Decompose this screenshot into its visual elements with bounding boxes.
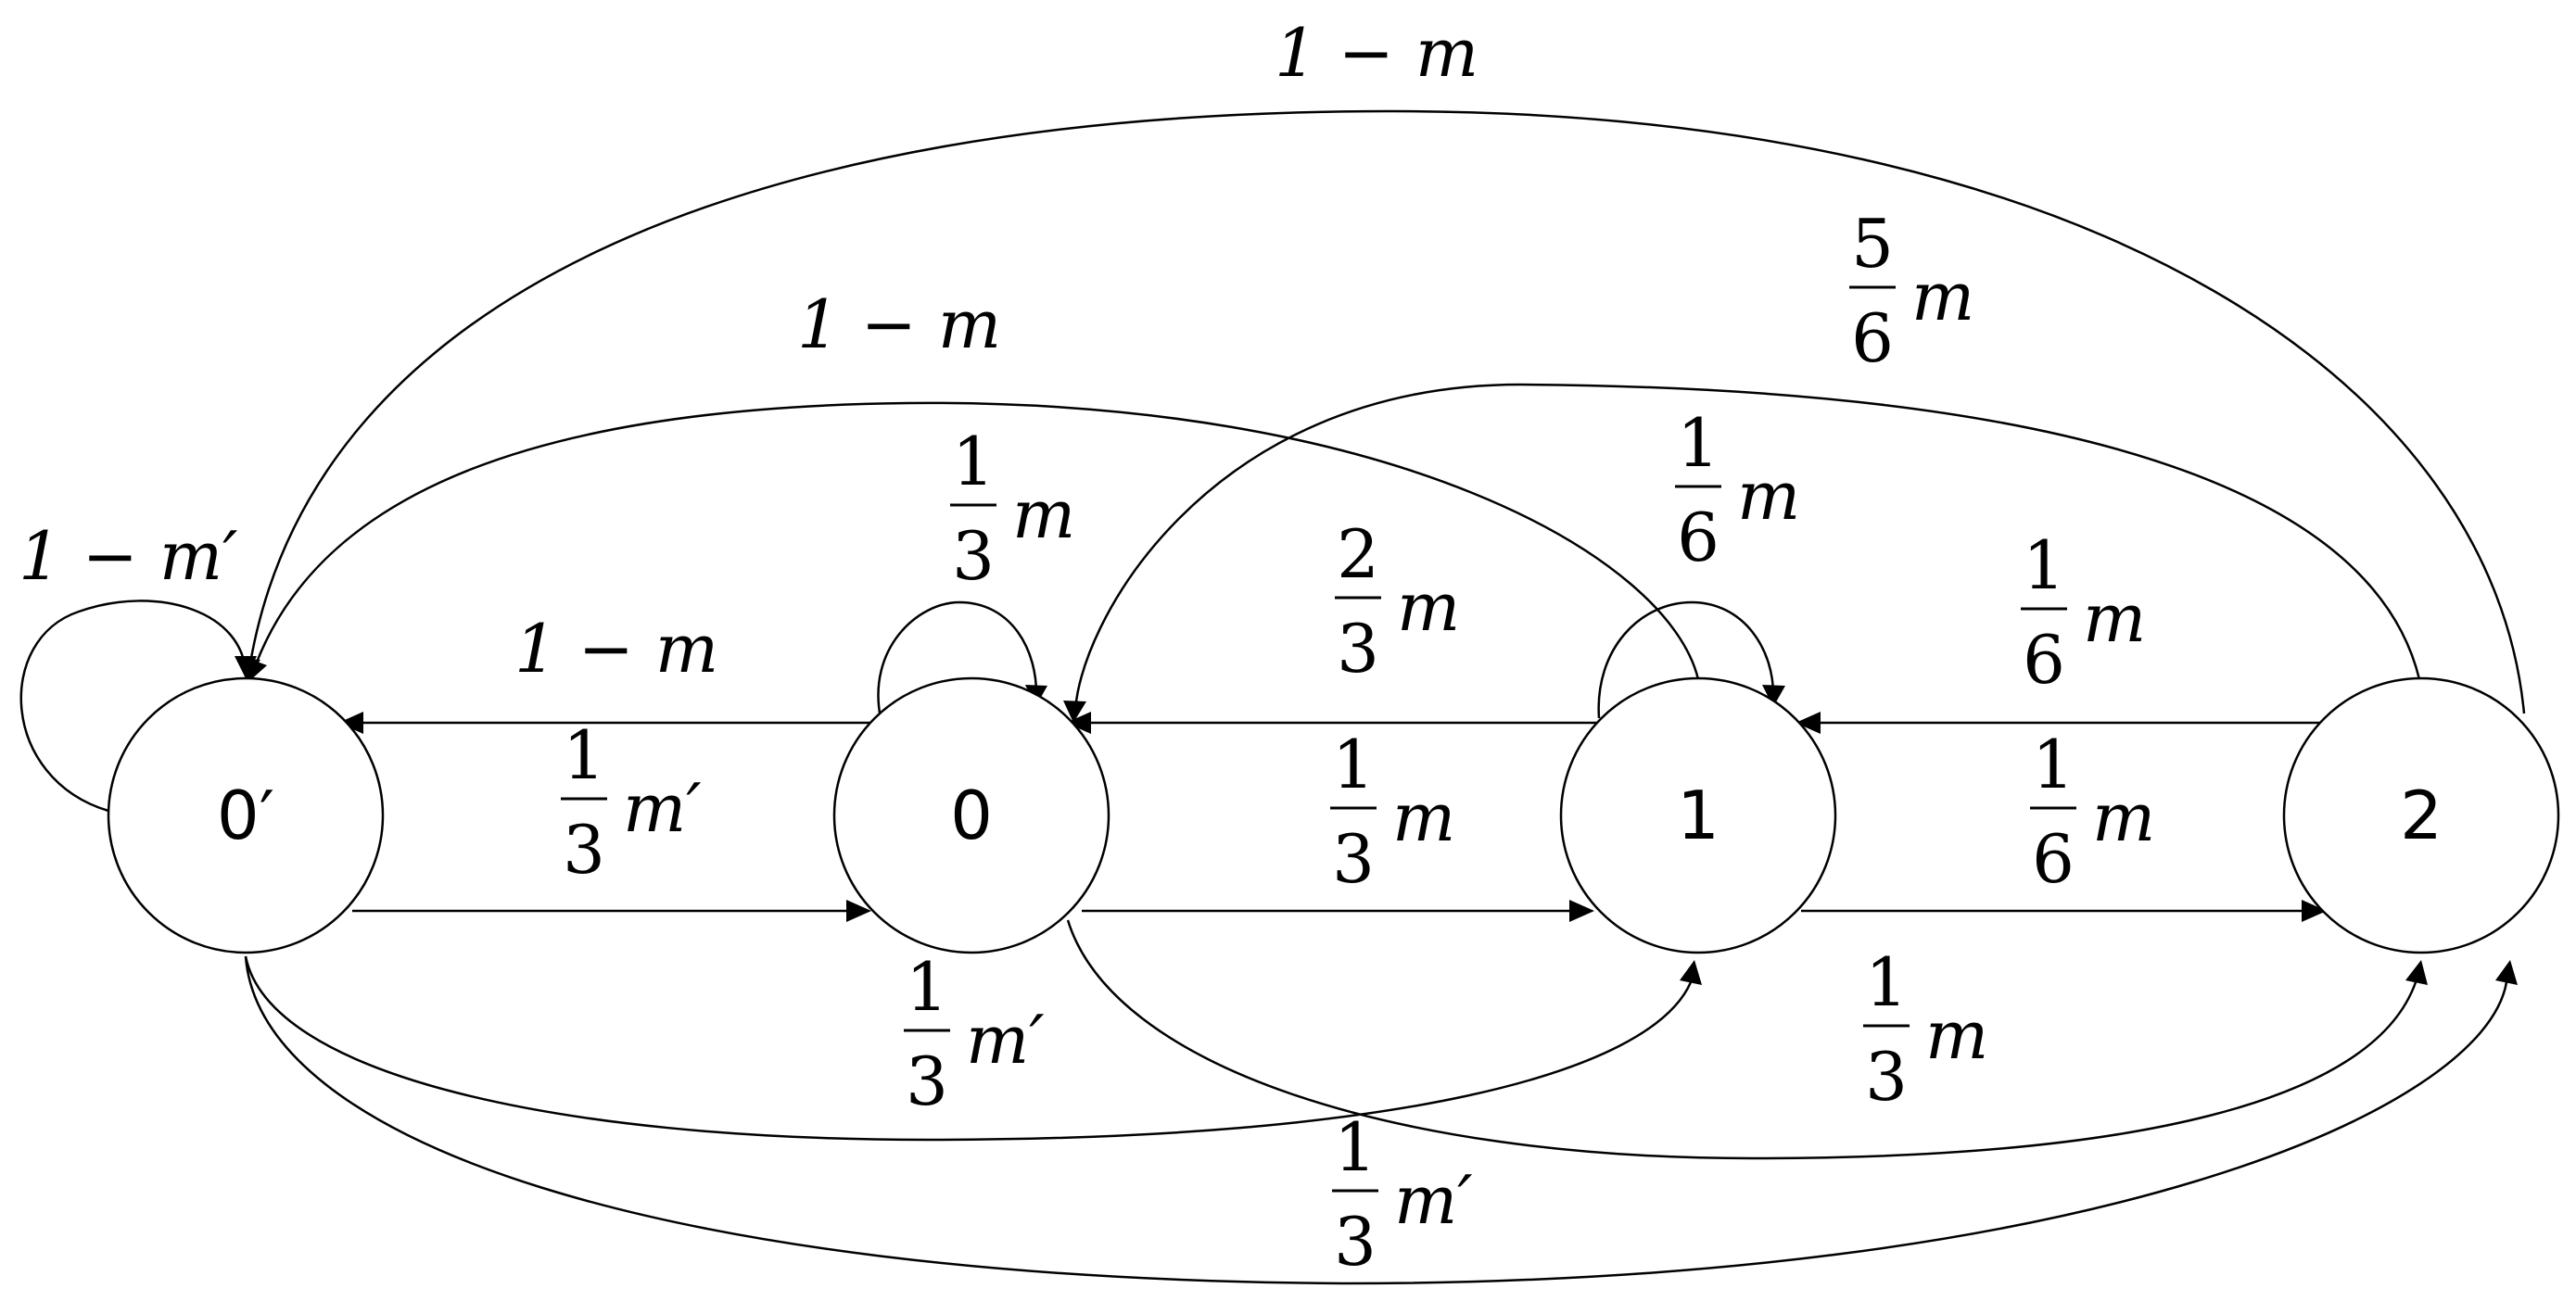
edge-label-loop-0prime: 1 − m′ <box>19 517 238 595</box>
arrowhead <box>1066 712 1091 734</box>
fraction-numerator: 1 <box>1677 404 1719 482</box>
fraction-numerator: 1 <box>1334 1108 1377 1186</box>
edge-label-1-to-2: 1 6 m <box>2030 726 2155 898</box>
fraction-denominator: 6 <box>1677 499 1719 576</box>
edge-label-0prime-to-0: 1 3 m′ <box>561 716 702 889</box>
state-label: 0′ <box>217 777 274 854</box>
edge-label-2-to-0prime: 1 − m <box>1275 14 1478 92</box>
fraction-denominator: 3 <box>563 811 605 889</box>
arrowhead <box>1762 685 1785 707</box>
fraction-variable: m <box>2083 579 2146 657</box>
fraction-denominator: 3 <box>1334 1203 1377 1281</box>
state-label: 2 <box>2400 777 2443 854</box>
fraction-variable: m <box>2092 778 2155 856</box>
fraction-numerator: 1 <box>2023 526 2065 604</box>
fraction-variable: m <box>1012 475 1075 553</box>
state-label: 0 <box>950 777 993 854</box>
fraction-denominator: 6 <box>2032 820 2075 898</box>
arrowhead <box>2405 960 2428 985</box>
fraction-denominator: 3 <box>952 517 995 595</box>
edge-loop-0 <box>877 600 1038 719</box>
fraction-denominator: 3 <box>1337 610 1379 688</box>
state-node-0prime: 0′ <box>107 676 385 954</box>
arrowhead <box>1063 701 1086 723</box>
fraction-numerator: 5 <box>1851 205 1894 283</box>
fraction-variable: m <box>1925 996 1988 1074</box>
edge-label-0-to-0prime: 1 − m <box>514 610 718 688</box>
fraction-numerator: 1 <box>952 423 995 500</box>
fraction-numerator: 1 <box>1332 726 1375 803</box>
arrowhead <box>1796 712 1821 734</box>
edge-label-loop-0: 1 3 m <box>950 423 1075 595</box>
fraction-variable: m <box>1392 778 1455 856</box>
fraction-variable: m′ <box>966 1001 1045 1079</box>
arrowhead <box>338 712 363 734</box>
edge-label-1-to-0prime: 1 − m <box>797 285 1001 363</box>
arrowhead <box>2302 900 2327 922</box>
state-node-0: 0 <box>832 676 1110 954</box>
arrowhead <box>1569 900 1594 922</box>
fraction-numerator: 1 <box>2032 726 2075 803</box>
fraction-variable: m <box>1397 568 1460 646</box>
edge-label-2-to-1: 1 6 m <box>2021 526 2146 699</box>
edge-2-to-0 <box>1073 383 2421 716</box>
arrowhead <box>245 657 267 682</box>
edge-label-0-to-2: 1 3 m <box>1863 943 1988 1116</box>
edge-loop-1 <box>1597 600 1775 719</box>
fraction-numerator: 1 <box>906 948 948 1026</box>
state-node-1: 1 <box>1559 676 1837 954</box>
arrowhead <box>1680 960 1702 985</box>
fraction-numerator: 1 <box>1865 943 1908 1021</box>
state-label: 1 <box>1677 777 1719 854</box>
edge-label-loop-1: 1 6 m <box>1675 404 1800 576</box>
state-node-2: 2 <box>2282 676 2560 954</box>
edge-label-2-to-0: 5 6 m <box>1849 205 1974 377</box>
fraction-variable: m′ <box>623 769 702 847</box>
arrowhead <box>2495 960 2518 985</box>
fraction-variable: m <box>1737 457 1800 535</box>
edge-0-to-2 <box>1066 919 2417 1160</box>
fraction-numerator: 1 <box>563 716 605 794</box>
arrowhead <box>846 900 871 922</box>
edge-label-0prime-to-2: 1 3 m′ <box>1332 1108 1473 1281</box>
fraction-denominator: 6 <box>2023 621 2065 699</box>
fraction-denominator: 3 <box>906 1042 948 1120</box>
edge-1-to-0prime <box>250 401 1700 680</box>
fraction-numerator: 2 <box>1337 515 1379 593</box>
edge-0prime-to-2 <box>244 955 2508 1285</box>
edge-2-to-0prime-top <box>247 109 2526 714</box>
fraction-denominator: 6 <box>1851 299 1894 377</box>
edge-label-1-to-0: 2 3 m <box>1335 515 1460 688</box>
edge-label-0prime-to-1: 1 3 m′ <box>904 948 1045 1120</box>
edge-loop-0prime <box>19 600 247 813</box>
fraction-variable: m <box>1911 258 1974 335</box>
fraction-denominator: 3 <box>1332 820 1375 898</box>
fraction-denominator: 3 <box>1865 1038 1908 1116</box>
fraction-variable: m′ <box>1394 1161 1473 1239</box>
edge-label-0-to-1: 1 3 m <box>1330 726 1455 898</box>
edge-0prime-to-1 <box>244 955 1693 1142</box>
